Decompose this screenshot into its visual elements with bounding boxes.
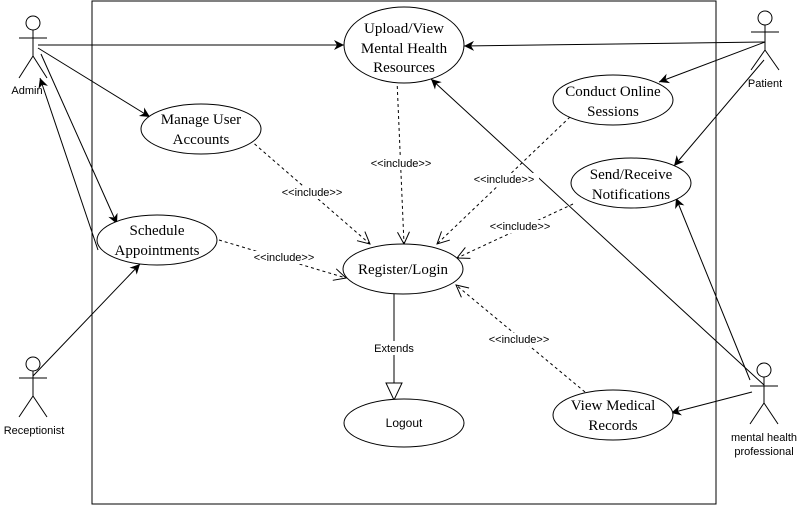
use-case-notifications: Send/Receive Notifications: [570, 157, 692, 209]
association-professional-records: [670, 391, 753, 416]
include-label-upload: <<include>>: [371, 158, 432, 170]
use-case-online-sessions: Conduct Online Sessions: [552, 74, 674, 126]
system-boundary: [91, 0, 717, 505]
use-case-manage-accounts: Manage User Accounts: [140, 103, 262, 155]
use-case-records-line1: View Medical: [571, 398, 656, 414]
association-patient-notifications: [673, 59, 765, 167]
use-case-manage-line2: Accounts: [173, 132, 230, 148]
use-case-manage-line1: Manage User: [161, 112, 241, 128]
include-label-records: <<include>>: [489, 334, 550, 346]
actor-professional-icon: [756, 362, 772, 378]
association-patient-sessions: [658, 41, 766, 84]
use-case-schedule-appointments: Schedule Appointments: [96, 214, 218, 266]
actor-admin: [18, 15, 48, 79]
actor-patient-label: Patient: [748, 78, 782, 90]
use-case-register-login: Register/Login: [342, 243, 464, 295]
use-case-notify-line1: Send/Receive: [590, 167, 673, 183]
association-admin-manage: [37, 47, 151, 118]
actor-admin-icon: [25, 15, 41, 31]
use-case-schedule-line2: Appointments: [115, 243, 200, 259]
actor-professional-label-line2: professional: [734, 446, 793, 458]
use-case-upload-line2: Mental Health: [361, 41, 448, 57]
association-receptionist-admin: [38, 77, 99, 251]
use-case-sessions-line2: Sessions: [587, 104, 639, 120]
association-professional-notifications: [675, 197, 751, 381]
use-case-upload-resources: Upload/View Mental Health Resources: [343, 6, 465, 84]
actor-receptionist-icon: [25, 356, 41, 372]
association-receptionist-schedule: [32, 263, 141, 377]
use-case-upload-line1: Upload/View: [364, 21, 444, 37]
association-admin-schedule: [40, 53, 118, 225]
association-patient-upload: [463, 40, 766, 51]
actor-mental-health-professional: [749, 362, 779, 425]
extends-label: Extends: [374, 343, 414, 355]
include-label-manage: <<include>>: [282, 187, 343, 199]
use-case-sessions-line1: Conduct Online: [565, 84, 661, 100]
use-case-medical-records: View Medical Records: [552, 389, 674, 441]
actor-patient-icon: [757, 10, 773, 26]
use-case-upload-line3: Resources: [373, 60, 435, 76]
include-label-schedule: <<include>>: [254, 252, 315, 264]
extend-triangle: [385, 382, 403, 402]
actor-receptionist-label: Receptionist: [4, 425, 65, 437]
use-case-logout-label: Logout: [386, 416, 423, 430]
include-label-notifications: <<include>>: [490, 221, 551, 233]
association-professional-upload: [430, 78, 765, 386]
use-case-register-label: Register/Login: [358, 262, 448, 278]
actor-patient: [750, 10, 780, 71]
include-label-sessions: <<include>>: [474, 174, 535, 186]
use-case-logout: Logout: [343, 398, 465, 448]
actor-receptionist: [18, 356, 48, 418]
use-case-schedule-line1: Schedule: [130, 223, 185, 239]
use-case-records-line2: Records: [588, 418, 637, 434]
actor-admin-label: Admin: [11, 85, 42, 97]
include-records-register: [456, 285, 586, 393]
actor-professional-label-line1: mental health: [731, 432, 797, 444]
use-case-notify-line2: Notifications: [592, 187, 670, 203]
